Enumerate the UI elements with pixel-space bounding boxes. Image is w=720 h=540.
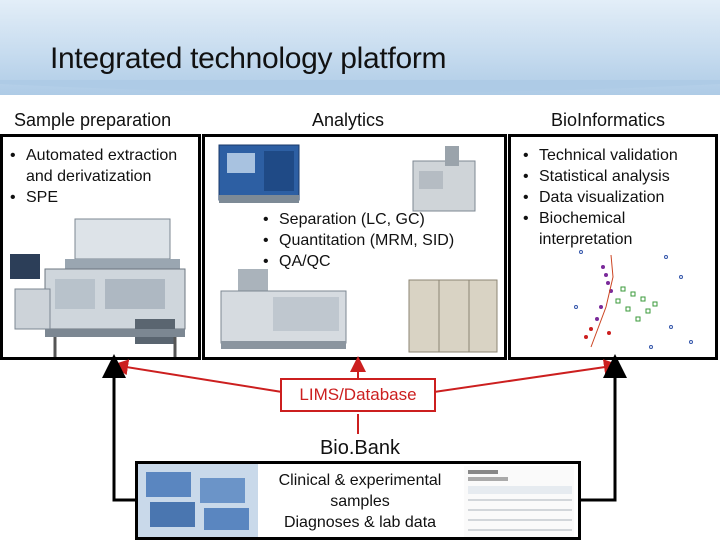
biobank-line-2: samples [330,493,390,510]
header-band [0,0,720,95]
sample-prep-bullets: Automated extraction and derivatization … [8,145,188,208]
sample-racks-image [138,464,258,537]
panel-analytics: Separation (LC, GC) Quantitation (MRM, S… [202,134,507,360]
bullet-item: Quantitation (MRM, SID) [261,230,501,251]
bioinformatics-bullets: Technical validation Statistical analysi… [521,145,715,250]
panel-bioinformatics: Technical validation Statistical analysi… [508,134,718,360]
heading-sample-preparation: Sample preparation [14,110,172,130]
biobank-label: Bio.Bank [319,437,401,459]
extraction-robot-image [10,218,186,357]
bullet-item: Separation (LC, GC) [261,209,501,230]
biobank-description: Clinical & experimental samples Diagnose… [260,470,460,533]
analytics-bullets: Separation (LC, GC) Quantitation (MRM, S… [261,209,501,272]
heading-bioinformatics: BioInformatics [551,110,666,130]
mass-spectrometer-image [218,144,300,203]
lims-database-box: LIMS/Database [280,378,436,412]
bullet-item: Automated extraction and derivatization [8,145,188,187]
heading-analytics: Analytics [312,110,385,130]
biobank-box: Clinical & experimental samples Diagnose… [135,461,581,540]
scatter-visualization-image [574,250,693,349]
lab-data-table-image [464,466,574,537]
bullet-item: Technical validation [521,145,715,166]
bullet-item: Data visualization [521,187,715,208]
bullet-item: SPE [8,187,188,208]
bullet-item: Statistical analysis [521,166,715,187]
header-swoosh [0,80,720,93]
bullet-item: QA/QC [261,251,501,272]
panel-sample-preparation: Automated extraction and derivatization … [0,134,201,360]
bullet-item: Biochemical interpretation [521,208,715,250]
lcms-instrument-image [220,269,347,349]
biobank-line-3: Diagnoses & lab data [283,514,437,531]
gc-instrument-image [412,146,476,212]
slide-title: Integrated technology platform [50,42,447,75]
analyzer-cabinet-image [408,279,498,353]
biobank-line-1: Clinical & experimental [278,472,442,489]
